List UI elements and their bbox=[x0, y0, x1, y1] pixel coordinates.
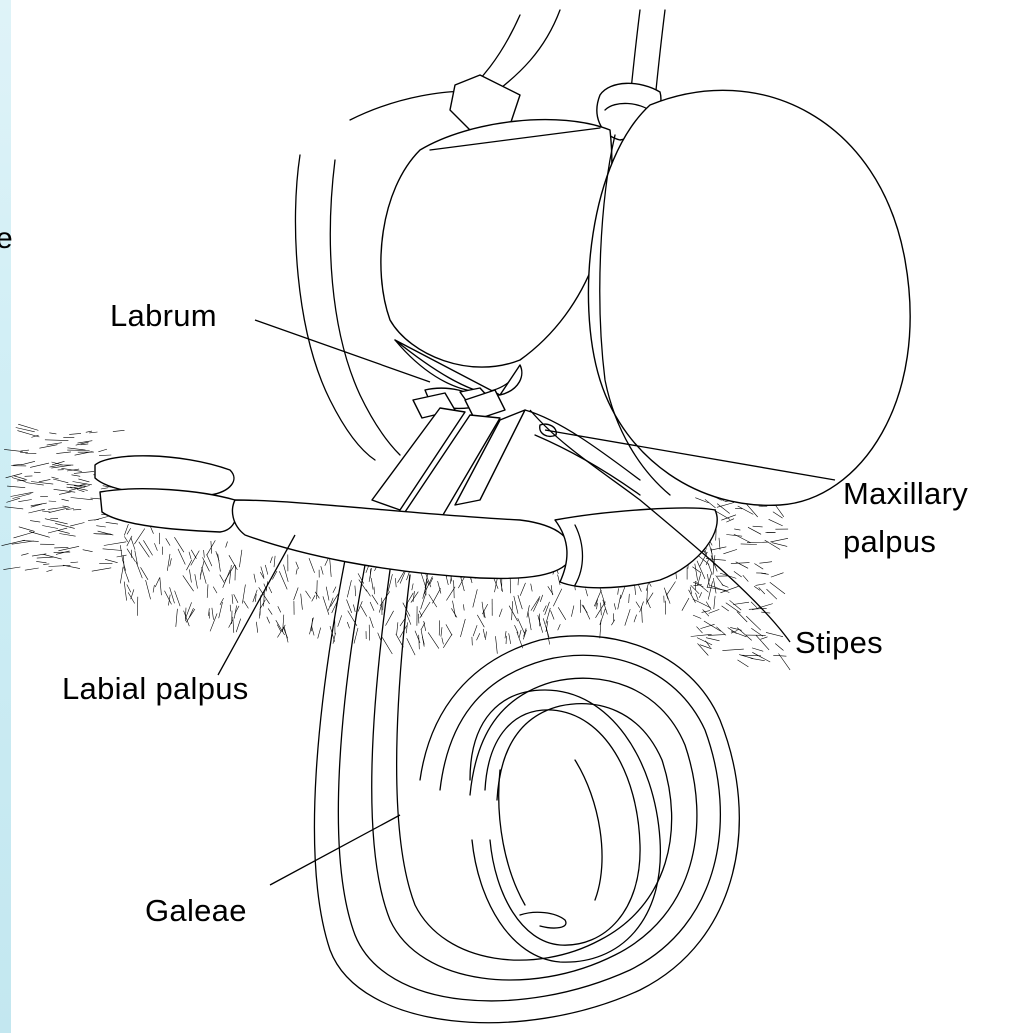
label-labial-palpus: Labial palpus bbox=[62, 673, 249, 704]
head-capsule bbox=[295, 10, 910, 505]
label-maxillary-line1: Maxillary bbox=[843, 478, 968, 509]
label-galeae: Galeae bbox=[145, 895, 247, 926]
label-stipes: Stipes bbox=[795, 627, 883, 658]
galeae-coil bbox=[314, 560, 739, 1023]
label-maxillary-line2: palpus bbox=[843, 526, 936, 557]
label-labrum: Labrum bbox=[110, 300, 217, 331]
stipes-bundle bbox=[372, 408, 640, 520]
